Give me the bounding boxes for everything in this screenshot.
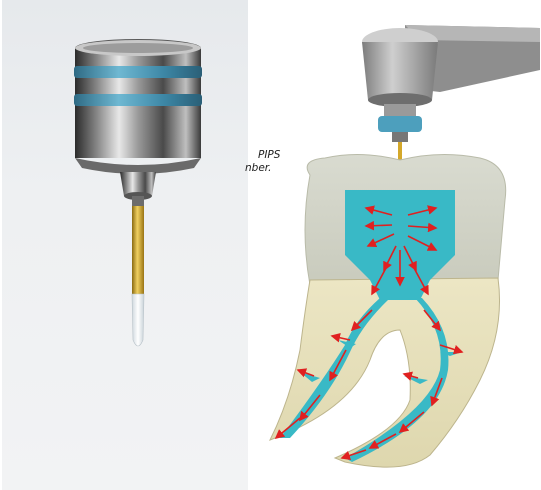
tooth-illustration (249, 0, 541, 490)
caption-line-2: nber. (245, 162, 271, 174)
illustration-panel (249, 0, 541, 490)
photo-panel (2, 0, 248, 490)
pips-tip-photo (2, 0, 248, 490)
caption-line-1: PIPS (258, 149, 280, 161)
